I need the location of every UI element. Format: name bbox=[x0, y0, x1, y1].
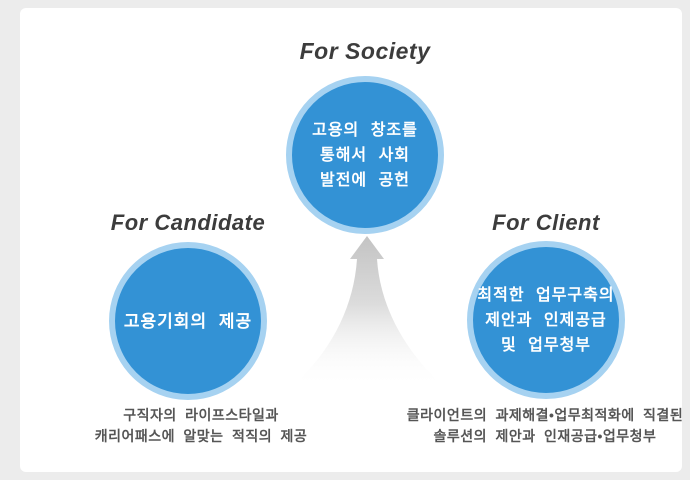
candidate-caption-line-2: 캐리어패스에 알맞는 적직의 제공 bbox=[94, 428, 308, 444]
society-line-1: 고용의 창조를 bbox=[312, 121, 418, 139]
society-line-2: 통해서 사회 bbox=[319, 146, 411, 164]
candidate-caption: 구직자의 라이프스타일과 캐리어패스에 알맞는 적직의 제공 bbox=[50, 405, 352, 447]
client-line-3: 및 업무청부 bbox=[500, 336, 592, 354]
candidate-circle-text: 고용기회의 제공 bbox=[124, 309, 252, 334]
client-line-1: 최적한 업무구축의 bbox=[477, 286, 615, 304]
diagram-panel: For Society 고용의 창조를 통해서 사회 발전에 공헌 bbox=[20, 8, 683, 472]
client-title: For Client bbox=[492, 210, 600, 235]
client-circle: 최적한 업무구축의 제안과 인제공급 및 업무청부 bbox=[467, 241, 625, 399]
client-caption: 클라이언트의 과제해결•업무최적화에 직결된 솔루션의 제안과 인재공급•업무청… bbox=[383, 405, 690, 447]
candidate-caption-line-1: 구직자의 라이프스타일과 bbox=[123, 407, 279, 423]
candidate-circle: 고용기회의 제공 bbox=[109, 242, 267, 400]
client-circle-text: 최적한 업무구축의 제안과 인제공급 및 업무청부 bbox=[477, 283, 614, 358]
candidate-title: For Candidate bbox=[110, 210, 266, 235]
client-caption-line-1: 클라이언트의 과제해결•업무최적화에 직결된 bbox=[406, 407, 684, 423]
up-arrow-icon bbox=[298, 234, 438, 394]
society-circle-text: 고용의 창조를 통해서 사회 발전에 공헌 bbox=[312, 118, 418, 193]
client-line-2: 제안과 인제공급 bbox=[485, 311, 607, 329]
candidate-line-1: 고용기회의 제공 bbox=[123, 311, 253, 331]
client-caption-line-2: 솔루션의 제안과 인재공급•업무청부 bbox=[433, 428, 657, 444]
society-title: For Society bbox=[299, 38, 431, 64]
society-line-3: 발전에 공헌 bbox=[319, 171, 411, 189]
society-circle: 고용의 창조를 통해서 사회 발전에 공헌 bbox=[286, 76, 444, 234]
